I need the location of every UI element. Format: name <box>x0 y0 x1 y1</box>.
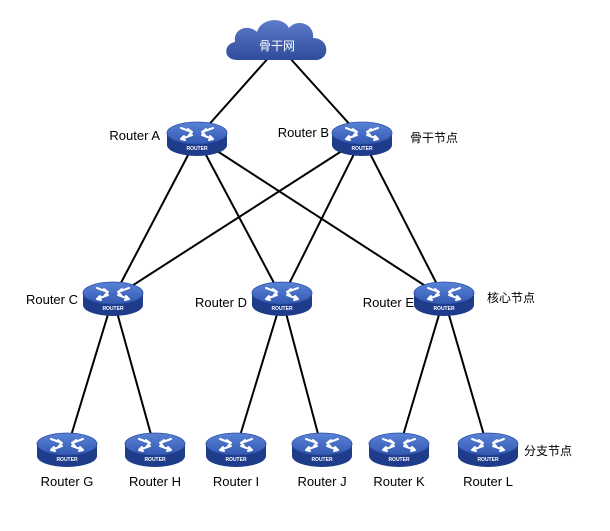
router-device-text: ROUTER <box>433 306 455 312</box>
router-device-text: ROUTER <box>477 457 499 463</box>
router-k[interactable]: ROUTER Router K <box>368 432 430 489</box>
link-C-G <box>66 297 114 450</box>
router-icon <box>166 121 228 156</box>
link-C-H <box>112 297 156 450</box>
router-label: Router K <box>373 474 425 489</box>
router-label: Router E <box>363 295 415 310</box>
cloud-icon <box>226 20 327 60</box>
router-icon <box>457 432 519 467</box>
router-g[interactable]: ROUTER Router G <box>36 432 98 489</box>
router-device-text: ROUTER <box>388 457 410 463</box>
backbone-network-label: 骨干网 <box>259 39 295 53</box>
router-device-text: ROUTER <box>144 457 166 463</box>
link-A-D <box>196 137 283 299</box>
router-icon <box>331 121 393 156</box>
router-icon <box>36 432 98 467</box>
router-icon <box>368 432 430 467</box>
tier-label-backbone: 骨干节点 <box>410 131 458 145</box>
router-b[interactable]: ROUTER Router B <box>278 121 393 156</box>
router-icon <box>291 432 353 467</box>
router-l[interactable]: ROUTER Router L <box>457 432 519 489</box>
router-device-text: ROUTER <box>271 306 293 312</box>
router-device-text: ROUTER <box>56 457 78 463</box>
router-c[interactable]: ROUTER Router C <box>26 281 144 316</box>
router-icon <box>251 281 313 316</box>
router-label: Router J <box>297 474 346 489</box>
link-D-J <box>281 297 323 450</box>
tier-label-branch: 分支节点 <box>524 444 572 458</box>
router-label: Router B <box>278 125 329 140</box>
router-device-text: ROUTER <box>186 146 208 152</box>
router-device-text: ROUTER <box>102 306 124 312</box>
link-E-L <box>443 297 489 450</box>
link-B-C <box>112 137 363 299</box>
router-icon <box>205 432 267 467</box>
router-icon <box>124 432 186 467</box>
router-label: Router C <box>26 292 78 307</box>
router-device-text: ROUTER <box>311 457 333 463</box>
router-h[interactable]: ROUTER Router H <box>124 432 186 489</box>
link-B-D <box>281 137 363 299</box>
links-layer <box>66 45 489 450</box>
tier-label-core: 核心节点 <box>487 291 535 305</box>
router-icon <box>82 281 144 316</box>
link-cloud-B <box>278 45 363 139</box>
router-i[interactable]: ROUTER Router I <box>205 432 267 489</box>
link-E-K <box>398 297 445 450</box>
link-A-C <box>112 137 198 299</box>
router-label: Router I <box>213 474 259 489</box>
router-icon <box>413 281 475 316</box>
router-label: Router D <box>195 295 247 310</box>
router-device-text: ROUTER <box>225 457 247 463</box>
routers-layer: ROUTER Router A ROUTER Router B ROUTER Router… <box>26 121 519 489</box>
router-label: Router H <box>129 474 181 489</box>
link-B-E <box>361 137 445 299</box>
router-j[interactable]: ROUTER Router J <box>291 432 353 489</box>
router-label: Router A <box>109 128 160 143</box>
router-d[interactable]: ROUTER Router D <box>195 281 313 316</box>
router-label: Router G <box>41 474 94 489</box>
link-cloud-A <box>196 45 280 139</box>
router-e[interactable]: ROUTER Router E <box>363 281 475 316</box>
router-a[interactable]: ROUTER Router A <box>109 121 228 156</box>
backbone-cloud: 骨干网 <box>226 20 327 60</box>
link-D-I <box>235 297 283 450</box>
router-device-text: ROUTER <box>351 146 373 152</box>
router-label: Router L <box>463 474 513 489</box>
link-A-E <box>196 137 445 299</box>
